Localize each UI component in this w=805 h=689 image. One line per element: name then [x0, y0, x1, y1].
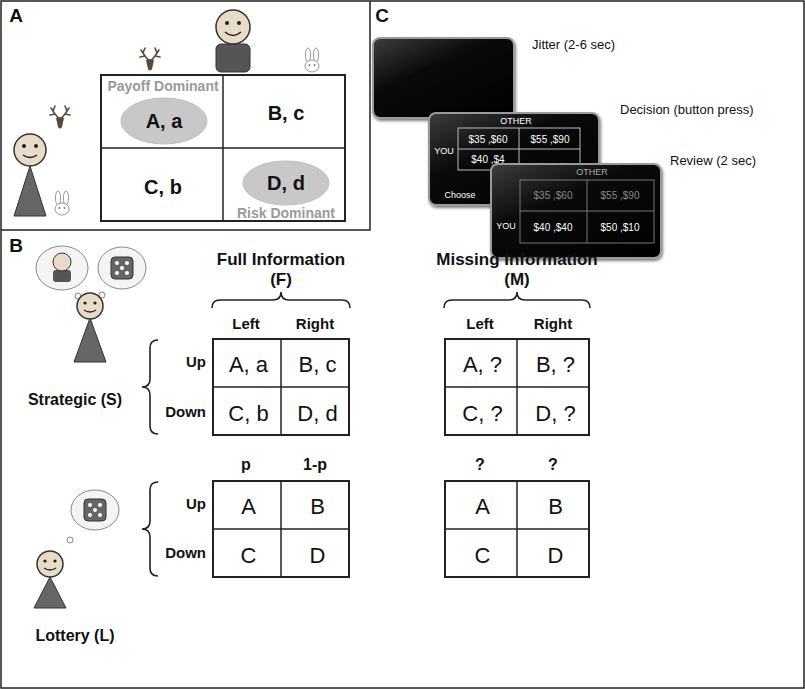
payoff-cell: C: [241, 543, 257, 567]
payoff-cell: C, ?: [462, 401, 502, 425]
row-label: Down: [165, 403, 206, 420]
matrix-shape: [446, 482, 592, 580]
payoff-matrix: A, a D, d Payoff Dominant B, c C, b Risk Domi…: [100, 74, 346, 222]
screen-text: $35 ,$60: [469, 134, 508, 145]
column-label: Right: [534, 315, 572, 332]
payoff-cell: B, c: [268, 102, 305, 124]
payoff-cell: D: [548, 543, 564, 567]
panel-letter: B: [9, 235, 23, 257]
review-screen: OTHER YOU $35 ,$60 $55 ,$90 $40 ,$40 $50 ,$10…: [490, 163, 662, 259]
screen-text: $50 ,$10: [601, 222, 640, 233]
matrix-shape: [214, 482, 352, 580]
screen-text: $40 ,$40: [534, 222, 573, 233]
column-label: Left: [232, 315, 260, 332]
payoff-cell: C: [475, 543, 491, 567]
left-player: [14, 134, 46, 216]
payoff-cell: D, d: [267, 172, 305, 194]
lottery-matrix: A B C D: [444, 480, 590, 578]
game-matrix: A, ? B, ? C, ? D, ?: [444, 338, 590, 436]
payoff-cell: D: [310, 543, 326, 567]
equilibrium-label: Payoff Dominant: [107, 79, 218, 94]
dominant-ellipse: D, d: [242, 160, 330, 206]
payoff-cell: B, ?: [536, 352, 575, 376]
screen-text: $35 ,$60: [534, 190, 573, 201]
screen-text: OTHER: [500, 117, 532, 127]
jitter-screen: Jitter (2-6 sec): [372, 37, 515, 119]
screen-shape: [374, 39, 517, 121]
top-player: [216, 10, 250, 72]
panel-frame: [1, 1, 370, 230]
condition-heading: Lottery (L): [25, 627, 125, 645]
game-matrix: A, a B, c C, b D, d: [212, 338, 350, 436]
payoff-cell: B, c: [299, 352, 337, 376]
column-label: Right: [296, 315, 334, 332]
payoff-cell: B: [548, 494, 563, 518]
phase-caption: Review (2 sec): [670, 154, 756, 168]
probability-label: ?: [475, 456, 485, 474]
condition-heading: Missing Information (M): [430, 250, 605, 289]
payoff-cell: A: [241, 494, 256, 518]
screen-text: $55 ,$90: [601, 190, 640, 201]
row-label: Down: [165, 544, 206, 561]
lottery-matrix: A B C D: [212, 480, 350, 578]
payoff-cell: C, b: [144, 176, 182, 198]
screen-text: Choose: [444, 191, 475, 201]
screen-text: OTHER: [576, 168, 608, 178]
probability-label: ?: [548, 456, 558, 474]
payoff-cell: A, a: [146, 110, 183, 132]
condition-heading: Strategic (S): [25, 391, 125, 409]
payoff-cell: A, a: [229, 352, 268, 376]
payoff-cell: D, ?: [535, 401, 575, 425]
screen-text: YOU: [496, 222, 516, 232]
probability-label: p: [241, 456, 251, 474]
panel-letter: A: [9, 5, 23, 27]
panel-letter: C: [375, 5, 389, 27]
payoff-cell: D, d: [297, 401, 337, 425]
probability-label: 1-p: [303, 456, 327, 474]
matrix-shape: [102, 76, 348, 224]
screen-text: YOU: [434, 147, 454, 157]
screen-text: $55 ,$90: [531, 134, 570, 145]
strategic-player: [36, 246, 146, 362]
payoff-cell: B: [310, 494, 325, 518]
row-label: Up: [186, 353, 206, 370]
phase-caption: Jitter (2-6 sec): [532, 38, 615, 52]
row-label: Up: [186, 495, 206, 512]
payoff-cell: A, ?: [463, 352, 502, 376]
payoff-cell: C, b: [228, 401, 268, 425]
lottery-player: [34, 490, 119, 608]
equilibrium-label: Risk Dominant: [237, 206, 335, 221]
payoff-cell: A: [475, 494, 490, 518]
screen-shape: [492, 165, 664, 261]
dominant-ellipse: A, a: [120, 97, 208, 145]
condition-heading: Full Information (F): [206, 250, 356, 289]
phase-caption: Decision (button press): [620, 103, 754, 117]
column-label: Left: [466, 315, 494, 332]
